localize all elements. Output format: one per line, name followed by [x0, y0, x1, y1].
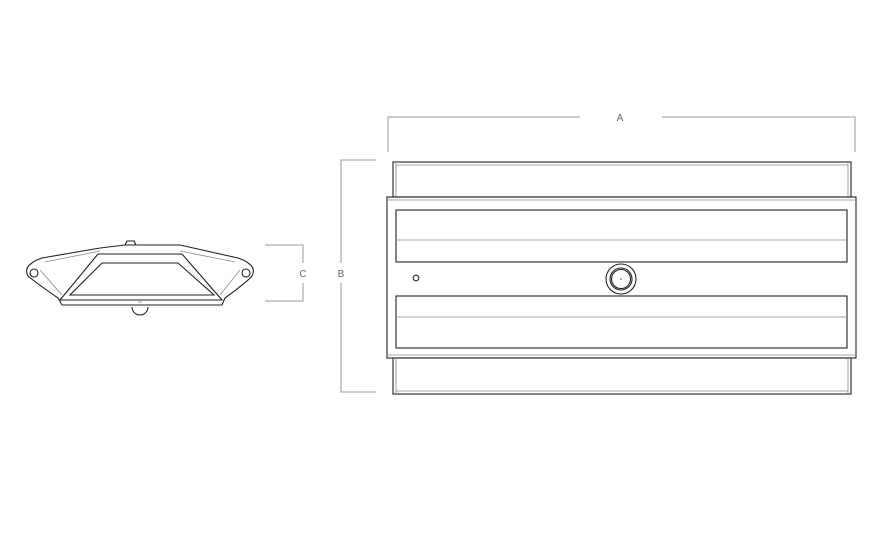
dimension-b: B: [338, 159, 376, 393]
front-view: [386, 161, 857, 395]
dimension-b-label: B: [338, 269, 345, 280]
dimension-c: C: [265, 244, 307, 302]
indicator-led-icon: [412, 274, 420, 282]
top-panel: [395, 209, 848, 263]
sensor-button-icon: [605, 263, 637, 295]
bottom-panel: [395, 295, 848, 349]
screw-icon: [29, 268, 39, 278]
dimension-a-label: A: [617, 113, 624, 124]
dimension-a: A: [387, 113, 856, 152]
side-view: [26, 240, 254, 316]
dimension-c-label: C: [299, 269, 306, 280]
screw-icon: [241, 268, 251, 278]
